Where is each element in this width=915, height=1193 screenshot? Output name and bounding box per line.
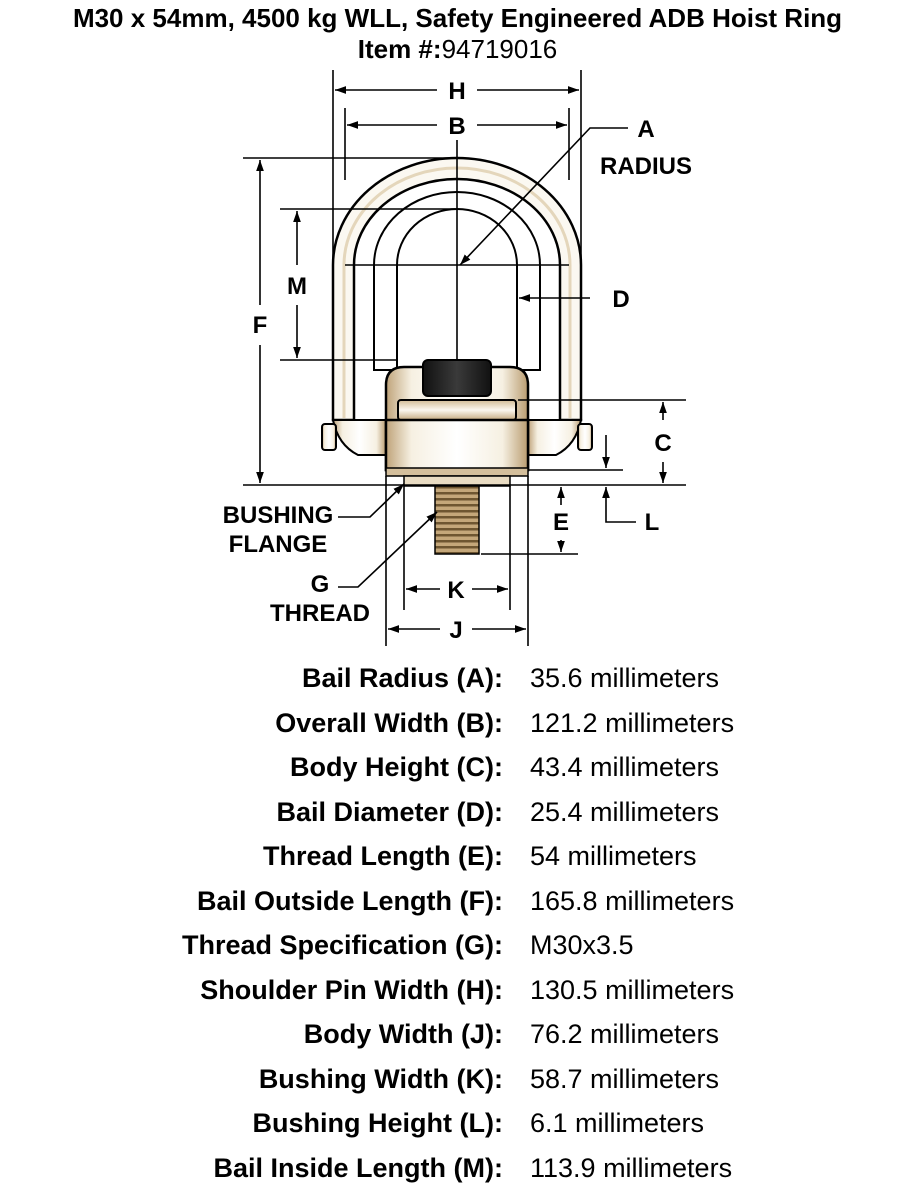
spec-row: Bail Diameter (D): 25.4 millimeters	[0, 793, 915, 837]
spec-value: 165.8 millimeters	[530, 885, 735, 916]
bolt-head	[422, 359, 492, 397]
spec-label: Bushing Width (K):	[258, 1063, 503, 1094]
spec-label: Bail Inside Length (M):	[213, 1152, 504, 1183]
shoulder-pin-right	[577, 423, 593, 451]
spec-row: Body Width (J): 76.2 millimeters	[0, 1015, 915, 1059]
item-line: Item #:94719016	[0, 34, 915, 64]
spec-value: 130.5 millimeters	[530, 974, 735, 1005]
hoist-ring-diagram: H B A RADIUS M F D C E L K J BUSHING FLA…	[223, 70, 692, 646]
label-radius: RADIUS	[600, 153, 692, 180]
label-e: E	[553, 509, 569, 536]
spec-label: Body Width (J):	[303, 1019, 503, 1049]
label-c: C	[654, 430, 671, 457]
item-label: Item #:	[357, 34, 442, 64]
spec-value: M30x3.5	[530, 930, 634, 960]
spec-row: Thread Length (E): 54 millimeters	[0, 837, 915, 881]
spec-label: Bail Radius (A):	[301, 663, 503, 693]
washer	[397, 399, 517, 421]
spec-label: Overall Width (B):	[275, 707, 503, 738]
label-j: J	[449, 617, 462, 644]
hoist-ring-drawing	[321, 156, 593, 555]
label-l: L	[645, 509, 660, 536]
bail-inner	[373, 191, 541, 371]
spec-label: Bushing Height (L):	[252, 1108, 503, 1138]
spec-label: Bail Diameter (D):	[276, 796, 503, 827]
thread	[434, 485, 480, 555]
spec-row: Shoulder Pin Width (H): 130.5 millimeter…	[0, 971, 915, 1015]
title-block: M30 x 54mm, 4500 kg WLL, Safety Engineer…	[0, 0, 915, 64]
spec-value: 25.4 millimeters	[530, 796, 720, 827]
spec-label: Thread Specification (G):	[181, 930, 503, 960]
spec-value: 54 millimeters	[530, 841, 697, 871]
spec-label: Shoulder Pin Width (H):	[200, 974, 503, 1005]
label-d: D	[612, 286, 629, 313]
item-number: 94719016	[441, 34, 558, 64]
label-k: K	[447, 577, 465, 604]
label-a: A	[637, 116, 654, 143]
label-f: F	[253, 312, 268, 339]
label-b: B	[448, 113, 465, 140]
spec-row: Bushing Width (K): 58.7 millimeters	[0, 1060, 915, 1104]
label-flange: FLANGE	[229, 531, 328, 558]
spec-row: Bail Outside Length (F): 165.8 millimete…	[0, 882, 915, 926]
label-m: M	[287, 273, 307, 300]
label-h: H	[448, 78, 465, 105]
spec-label: Bail Outside Length (F):	[197, 885, 503, 916]
spec-row: Body Height (C): 43.4 millimeters	[0, 748, 915, 792]
dimension-lines	[243, 70, 686, 646]
spec-value: 58.7 millimeters	[530, 1063, 720, 1094]
spec-label: Thread Length (E):	[263, 841, 503, 871]
spec-value: 6.1 millimeters	[530, 1108, 705, 1138]
label-thread: THREAD	[270, 600, 370, 627]
spec-row: Bail Inside Length (M): 113.9 millimeter…	[0, 1149, 915, 1193]
spec-row: Thread Specification (G): M30x3.5	[0, 926, 915, 970]
spec-value: 113.9 millimeters	[530, 1152, 733, 1183]
label-bushing: BUSHING	[223, 502, 334, 529]
diagram-labels: H B A RADIUS M F D C E L K J BUSHING FLA…	[223, 78, 692, 644]
spec-value: 43.4 millimeters	[530, 752, 720, 782]
spec-row: Bail Radius (A): 35.6 millimeters	[0, 659, 915, 703]
spec-row: Bushing Height (L): 6.1 millimeters	[0, 1104, 915, 1148]
label-g: G	[311, 571, 330, 598]
spec-value: 35.6 millimeters	[530, 663, 720, 693]
spec-row: Overall Width (B): 121.2 millimeters	[0, 704, 915, 748]
product-title: M30 x 54mm, 4500 kg WLL, Safety Engineer…	[72, 3, 843, 33]
spec-value: 121.2 millimeters	[530, 707, 735, 738]
spec-label: Body Height (C):	[290, 752, 503, 782]
shoulder-pin-left	[321, 423, 337, 451]
spec-value: 76.2 millimeters	[530, 1019, 720, 1049]
